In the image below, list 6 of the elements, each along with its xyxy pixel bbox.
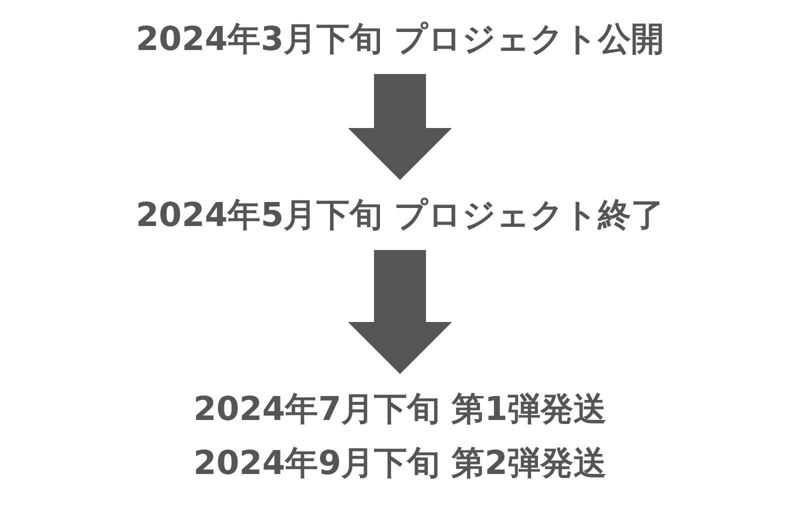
timeline-text: 2024年9月下旬 第2弾発送: [193, 442, 607, 484]
timeline-text: 2024年7月下旬 第1弾発送: [193, 388, 607, 430]
timeline-text: 2024年3月下旬 プロジェクト公開: [136, 18, 664, 60]
arrow: [348, 250, 452, 374]
arrow: [348, 74, 452, 180]
timeline-text: 2024年5月下旬 プロジェクト終了: [136, 194, 664, 236]
